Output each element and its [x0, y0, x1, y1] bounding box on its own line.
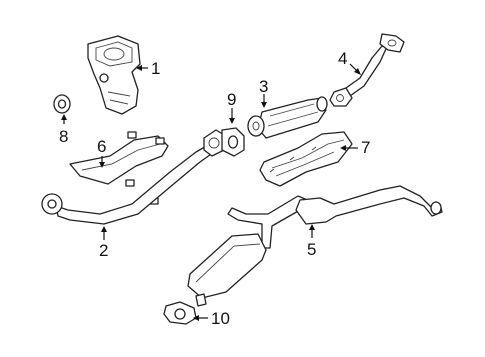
part-3-catalytic-converter — [247, 96, 328, 139]
part-9-gasket — [221, 127, 245, 157]
callout-4: 4 — [338, 49, 347, 68]
callout-10: 10 — [211, 309, 230, 328]
callout-6: 6 — [97, 137, 106, 156]
callout-5: 5 — [307, 240, 316, 259]
leader-lines — [61, 63, 361, 321]
part-5-muffler-assembly — [187, 185, 443, 307]
part-2-front-pipe — [41, 129, 227, 225]
callout-9: 9 — [227, 90, 236, 109]
callout-2: 2 — [99, 241, 108, 260]
callout-3: 3 — [259, 77, 268, 96]
part-4-intermediate-pipe — [329, 33, 405, 107]
callout-1: 1 — [151, 59, 160, 78]
part-8-gasket — [53, 94, 71, 114]
part-1-catalytic-manifold — [87, 35, 141, 115]
part-10-gasket — [163, 301, 197, 325]
callout-labels: 1 8 6 2 9 3 4 7 5 10 — [59, 49, 370, 328]
part-7-heat-shield — [259, 131, 353, 187]
callout-7: 7 — [361, 138, 370, 157]
callout-8: 8 — [59, 127, 68, 146]
